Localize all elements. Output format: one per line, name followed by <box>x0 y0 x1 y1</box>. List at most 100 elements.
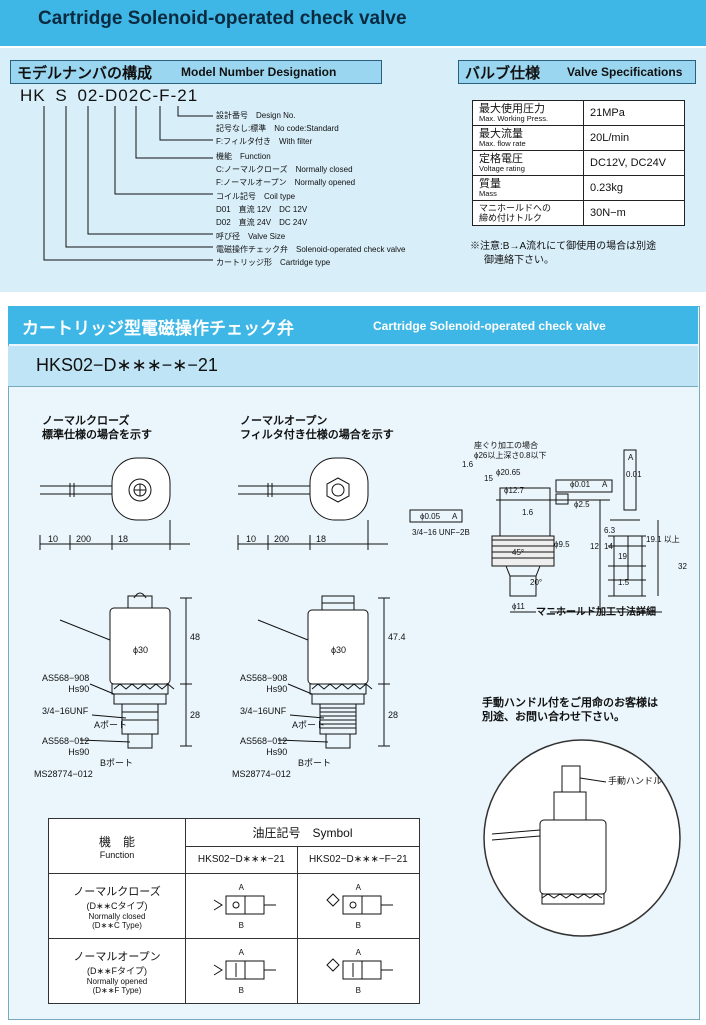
dim-lower-no: 28 <box>388 710 399 720</box>
manual-handle-label: 手動ハンドル <box>608 776 663 786</box>
fn-row-label: ノーマルオープン (D∗∗Fタイプ) Normally opened (D∗∗F… <box>48 938 186 1004</box>
fn-header-model-std: HKS02−D∗∗∗−21 <box>185 845 298 874</box>
manifold-caption: マニホールド加工寸法詳細 <box>536 607 656 618</box>
main-title-bar: カートリッジ型電磁操作チェック弁 Cartridge Solenoid-oper… <box>8 306 698 344</box>
code-part-design: 21 <box>177 86 199 105</box>
nc-oring-lower: AS568−012 Hs90 <box>42 736 89 758</box>
fn-type-en: (D∗∗C Type) <box>92 920 142 930</box>
main-title-en: Cartridge Solenoid-operated check valve <box>373 319 606 333</box>
main-title-jp: カートリッジ型電磁操作チェック弁 <box>22 319 294 338</box>
model-subtitle: HKS02−D∗∗∗−∗−21 <box>36 355 218 375</box>
dim-manifold: ϕ9.5 <box>554 540 570 549</box>
model-designation-heading-en: Model Number Designation <box>181 65 337 79</box>
spec-key-en: Mass <box>479 188 497 198</box>
valve-spec-heading: バルブ仕様 Valve Specifications <box>458 60 696 84</box>
designation-item: 電磁操作チェック弁 Solenoid-operated check valve <box>216 245 406 254</box>
caption-line: 標準仕様の場合を示す <box>42 429 152 441</box>
dim-diameter-no: ϕ30 <box>331 645 347 655</box>
designation-item: カートリッジ形 Cartridge type <box>216 258 331 267</box>
code-part-type: S <box>55 86 68 105</box>
dim-manifold: 14 <box>604 542 613 551</box>
dim-wire-total: 200 <box>274 534 290 544</box>
spec-note-line: ※注意:B→A流れにて御使用の場合は別途 <box>470 241 657 252</box>
page-title: Cartridge Solenoid-operated check valve <box>38 8 407 29</box>
dim-manifold: A <box>602 480 608 489</box>
fn-header-function: 機 能 Function <box>48 818 186 874</box>
symbol-no-std: A B <box>185 938 298 1004</box>
dim-manifold: ϕ2.5 <box>574 500 590 509</box>
dim-diameter-nc: ϕ30 <box>133 645 149 655</box>
port-label: A <box>355 947 362 957</box>
designation-item: D02 直流 24V DC 24V <box>216 218 308 227</box>
fn-type-en: (D∗∗F Type) <box>92 985 142 995</box>
dim-manifold: ϕ20.65 <box>496 468 521 477</box>
spec-key-en: Max. flow rate <box>479 138 526 148</box>
label-line: Hs90 <box>68 747 90 757</box>
port-label: A <box>238 947 245 957</box>
designation-item: F:ノーマルオープン Normally opened <box>216 178 356 187</box>
label-line: AS568−012 <box>42 736 90 746</box>
caption-line: ノーマルクローズ <box>42 415 130 427</box>
designation-item: C:ノーマルクローズ Normally closed <box>216 165 353 174</box>
model-code: HK S 02-D02C-F-21 <box>20 86 198 106</box>
spec-key: マニホールドへの 締め付けトルク <box>472 200 584 226</box>
spec-key-en: Voltage rating <box>479 163 525 173</box>
dim-manifold: 0.01 <box>626 470 642 479</box>
fn-header-row: 機 能 Function 油圧記号 Symbol <box>48 818 420 874</box>
spec-value: DC12V, DC24V <box>583 150 685 176</box>
spec-value: 21MPa <box>583 100 685 126</box>
nc-thread-label: 3/4−16UNF <box>42 706 89 716</box>
manifold-note: 座ぐり加工の場合 ϕ26以上深さ0.8以下 <box>474 441 547 461</box>
no-valve-drawing <box>237 457 390 749</box>
code-part-function: C <box>139 86 153 105</box>
code-part-series: HK <box>20 86 46 105</box>
fn-en: Normally opened <box>86 976 148 986</box>
designation-item: コイル記号 Coil type <box>216 192 296 201</box>
hydraulic-symbol-icon <box>326 957 394 979</box>
label-line: AS568−012 <box>240 736 288 746</box>
dim-manifold: ϕ0.01 <box>570 480 591 489</box>
note-line: 手動ハンドル付をご用命のお客様は <box>482 697 658 709</box>
note-line: ϕ26以上深さ0.8以下 <box>474 451 547 460</box>
manual-handle-note: 手動ハンドル付をご用命のお客様は 別途、お問い合わせ下さい。 <box>482 696 658 724</box>
no-oring-lower: AS568−012 Hs90 <box>240 736 287 758</box>
dim-manifold: 19.1 以上 <box>646 535 680 544</box>
spec-note: ※注意:B→A流れにて御使用の場合は別途 御連絡下さい。 <box>470 240 656 268</box>
function-table: 機 能 Function 油圧記号 Symbol HKS02−D∗∗∗−21 H… <box>48 818 421 1004</box>
spec-key: 定格電圧 <box>479 152 523 165</box>
spec-key-en: Max. Working Press. <box>479 113 549 123</box>
label-line: AS568−908 <box>42 673 90 683</box>
divider <box>8 386 698 387</box>
header-en: Function <box>99 849 135 860</box>
hydraulic-symbol-icon <box>214 895 277 914</box>
code-part-filter: F <box>159 86 171 105</box>
spec-row: マニホールドへの 締め付けトルク 30N−m <box>472 200 685 226</box>
no-ms-label: MS28774−012 <box>232 769 291 779</box>
view-nc-caption: ノーマルクローズ 標準仕様の場合を示す <box>42 414 152 442</box>
hydraulic-symbol-icon <box>214 960 277 979</box>
dim-wire-total: 200 <box>76 534 92 544</box>
valve-spec-heading-en: Valve Specifications <box>567 65 683 79</box>
manifold-thread: 3/4−16 UNF−2B <box>412 528 470 537</box>
dim-manifold: 1.6 <box>522 508 534 517</box>
dim-wire-length: 10 <box>246 534 257 544</box>
no-oring-upper: AS568−908 Hs90 <box>240 673 287 695</box>
dim-manifold: ϕ12.7 <box>504 486 525 495</box>
label-line: AS568−908 <box>240 673 288 683</box>
code-part-dash: - <box>170 86 178 105</box>
model-designation-heading: モデルナンバの構成 Model Number Designation <box>10 60 382 84</box>
no-port-a: Aポート <box>292 720 326 730</box>
view-no-caption: ノーマルオープン フィルタ付き仕様の場合を示す <box>240 414 394 442</box>
fn-jp: ノーマルクローズ <box>73 885 161 898</box>
code-part-size: 02 <box>77 86 99 105</box>
dim-manifold: A <box>628 453 634 462</box>
spec-value: 20L/min <box>583 125 685 151</box>
designation-item: D01 直流 12V DC 12V <box>216 205 308 214</box>
designation-item: 機能 Function <box>216 152 271 161</box>
dim-height-nc: 48 <box>190 632 201 642</box>
dim-manifold: 6.3 <box>604 526 616 535</box>
